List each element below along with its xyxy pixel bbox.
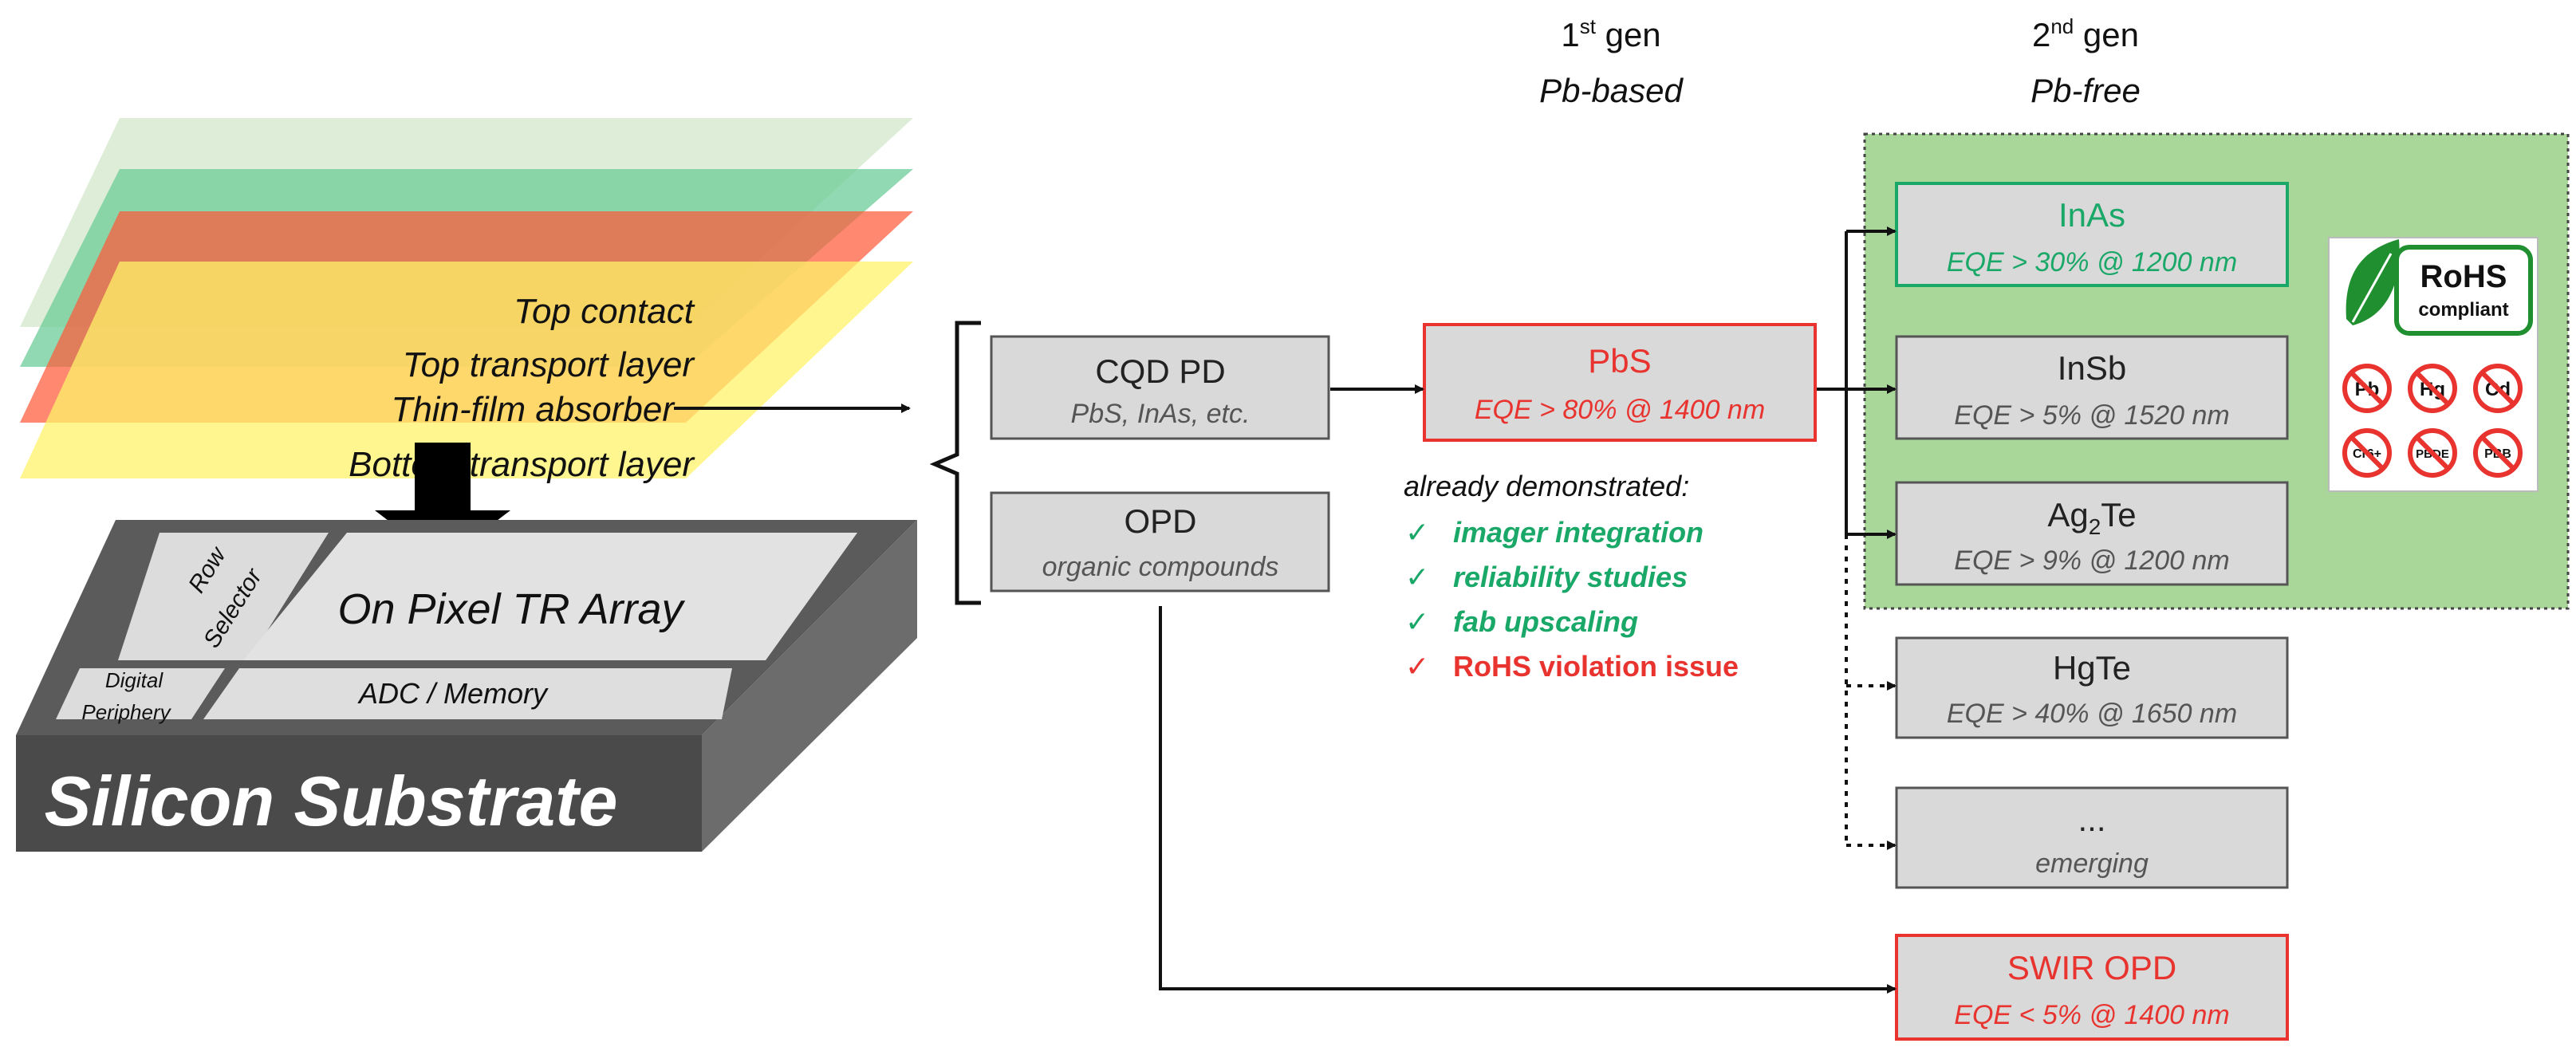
hgte-sub: EQE > 40% @ 1650 nm	[1947, 699, 2237, 729]
inas-title: InAs	[2058, 196, 2125, 234]
inas-box	[1895, 182, 2289, 287]
no-pbde-icon: PBDE	[2408, 428, 2457, 478]
demo-heading: already demonstrated:	[1404, 470, 1689, 502]
opd-to-swir-connector	[1159, 606, 1897, 994]
demo-check-3: ✓	[1405, 605, 1429, 638]
pbs-box	[1423, 323, 1817, 442]
opd-box	[990, 491, 1330, 592]
opd-title: OPD	[1124, 502, 1196, 540]
demo-check-2: ✓	[1405, 561, 1429, 593]
opd-sub: organic compounds	[1042, 552, 1279, 582]
swir-opd-sub: EQE < 5% @ 1400 nm	[1954, 1000, 2229, 1030]
swir-opd-box	[1895, 934, 2289, 1041]
layer-label-bottom-transport: Bottom transport layer	[349, 445, 695, 484]
no-pbb-icon: PBB	[2473, 428, 2523, 478]
gen2-sub: Pb-free	[2030, 72, 2141, 109]
pbs-sub: EQE > 80% @ 1400 nm	[1475, 395, 1765, 425]
no-cr6-icon: Cr6+	[2342, 428, 2392, 478]
layer-label-top-contact: Top contact	[514, 292, 695, 331]
digital-periphery-block	[56, 668, 225, 719]
cqd-pd-sub: PbS, InAs, etc.	[1071, 399, 1251, 429]
layer-label-absorber: Thin-film absorber	[391, 390, 676, 429]
insb-sub: EQE > 5% @ 1520 nm	[1954, 400, 2229, 431]
digital-label-1: Digital	[105, 668, 163, 692]
cqd-pd-title: CQD PD	[1095, 352, 1225, 390]
rohs-compliant: compliant	[2418, 299, 2508, 321]
inas-sub: EQE > 30% @ 1200 nm	[1947, 247, 2237, 278]
pbs-title: PbS	[1588, 342, 1651, 380]
category-brace	[929, 321, 981, 605]
gen1-header: 1st gen	[1561, 14, 1660, 53]
demo-check-1: ✓	[1405, 516, 1429, 549]
layer-bottom-transport-plate	[20, 262, 913, 478]
tr-array-label: On Pixel TR Array	[337, 585, 685, 633]
swir-opd-title: SWIR OPD	[2007, 949, 2176, 986]
emerging-box	[1895, 786, 2289, 889]
ag2te-title: Ag2Te	[2047, 496, 2136, 539]
silicon-chip	[16, 520, 917, 852]
adc-memory-label: ADC / Memory	[357, 677, 549, 710]
hgte-title: HgTe	[2053, 649, 2131, 687]
adc-memory-block	[203, 668, 732, 719]
ag2te-box	[1895, 481, 2289, 586]
emerging-title: ...	[2078, 801, 2105, 838]
no-cd-icon: Cd	[2473, 364, 2523, 413]
tr-array-block	[243, 533, 857, 660]
silicon-substrate-label: Silicon Substrate	[45, 762, 618, 841]
ag2te-sub: EQE > 9% @ 1200 nm	[1954, 545, 2229, 576]
gen1-sub: Pb-based	[1539, 72, 1684, 109]
no-hg-icon: Hg	[2408, 364, 2457, 413]
insb-box	[1895, 335, 2289, 440]
emerging-sub: emerging	[2035, 848, 2149, 879]
demo-item-3: fab upscaling	[1453, 605, 1638, 638]
pbs-branch-connectors	[1817, 226, 1897, 850]
demo-check-issue: ✓	[1405, 650, 1429, 683]
digital-label-2: Periphery	[81, 700, 171, 724]
rohs-title: RoHS	[2420, 259, 2507, 294]
hgte-box	[1895, 636, 2289, 739]
layer-label-top-transport: Top transport layer	[403, 345, 696, 384]
substance-icons: Pb Hg Cd Cr6+ PBDE PBB	[2342, 364, 2523, 478]
gen2-header: 2nd gen	[2032, 14, 2139, 53]
row-selector-block	[118, 533, 329, 660]
no-pb-icon: Pb	[2342, 364, 2392, 413]
demo-issue: RoHS violation issue	[1453, 650, 1739, 683]
cqd-pd-box	[990, 335, 1330, 440]
demo-item-2: reliability studies	[1453, 561, 1688, 593]
demo-item-1: imager integration	[1453, 516, 1704, 549]
insb-title: InSb	[2058, 349, 2126, 387]
